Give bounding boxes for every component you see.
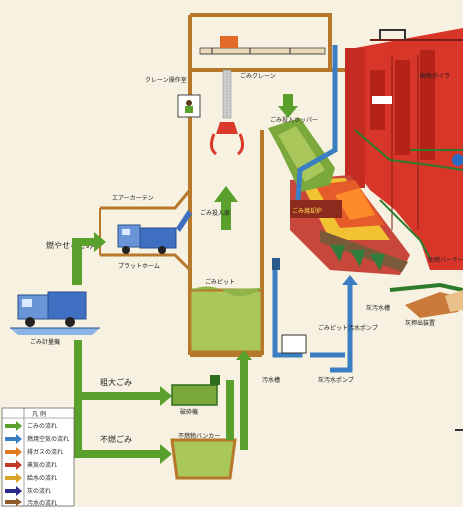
legend-header: 凡 例 [32, 410, 46, 418]
boiler-building [345, 28, 463, 270]
platform-label: プラットホーム [118, 263, 160, 270]
platform [99, 189, 192, 272]
burnable-label: 燃やせるごみ [46, 240, 94, 250]
waste-pit [188, 286, 264, 354]
legend-label: 排ガスの流れ [27, 448, 63, 456]
waste-up-arrow [214, 186, 238, 230]
hopper [268, 118, 335, 192]
bunker-label: 不燃物バンカー [178, 432, 220, 440]
legend-item: 汚水の流れ [5, 498, 57, 507]
air-curtain-label: エアーカーテン [112, 195, 154, 202]
legend-label: 灰の流れ [27, 487, 51, 495]
sorting-arrows [74, 340, 172, 464]
crusher-label: 破砕機 [180, 408, 198, 416]
air-arrow [342, 275, 358, 285]
legend-item: 燃焼空気の流れ [5, 434, 69, 444]
hopper-label: ごみ投入ホッパー [270, 116, 318, 124]
pit-feed-arrows [226, 350, 252, 450]
crane-cab [177, 94, 201, 118]
pit-label: ごみピット [205, 278, 235, 286]
truck-at-platform [117, 210, 192, 254]
pit-drain-box [281, 334, 307, 354]
legend-label: 蒸気の流れ [27, 461, 57, 469]
oversize-label: 粗大ごみ [100, 377, 132, 387]
furnace [290, 175, 410, 275]
legend-item: 蒸気の流れ [5, 460, 57, 470]
legend-item: 給水の流れ [5, 473, 57, 483]
legend: 凡 例 ごみの流れ 燃焼空気の流れ 排ガスの流れ 蒸気の流れ 給水の流れ 灰の流… [1, 407, 75, 507]
pit-drain-label: ごみピット汚水ポンプ [318, 324, 378, 332]
crusher [171, 375, 220, 406]
chute-label: ごみ投入扉 [200, 209, 230, 217]
furnace-label: ごみ焼却炉 [292, 207, 322, 215]
crane-label: ごみクレーン [240, 72, 276, 80]
legend-label: 燃焼空気の流れ [27, 435, 69, 443]
burnable-arrow [72, 232, 106, 285]
crane-grab [209, 69, 245, 156]
ash-pit-label: 灰汚水ポンプ [318, 376, 354, 384]
legend-item: 灰の流れ [5, 486, 51, 496]
ash-conveyor [389, 282, 463, 318]
legend-item: 排ガスの流れ [5, 447, 63, 457]
legend-label: ごみの流れ [27, 422, 57, 430]
legend-item: ごみの流れ [5, 421, 57, 431]
burner-label: 助燃バーナー [428, 256, 463, 264]
legend-label: 汚水の流れ [27, 499, 57, 507]
blower-1 [272, 258, 280, 270]
crane-rail [199, 36, 326, 55]
hopper-arrow [278, 94, 298, 118]
crane-cab-label: クレーン操作室 [145, 76, 187, 84]
ash-conveyor-label: 灰押出装置 [405, 319, 435, 327]
weighbridge-label: ごみ計量機 [30, 338, 60, 346]
weighbridge [10, 327, 100, 335]
nonburnable-label: 不燃ごみ [100, 434, 132, 444]
green-duct-lines [354, 129, 463, 259]
collection-truck [17, 291, 87, 327]
ash-tank-label: 灰汚水槽 [366, 304, 390, 312]
wastewater-label: 汚水槽 [262, 376, 280, 384]
legend-label: 給水の流れ [27, 474, 57, 482]
boiler-label: 廃熱ボイラ [420, 72, 450, 80]
nonburnable-bunker [170, 438, 237, 480]
